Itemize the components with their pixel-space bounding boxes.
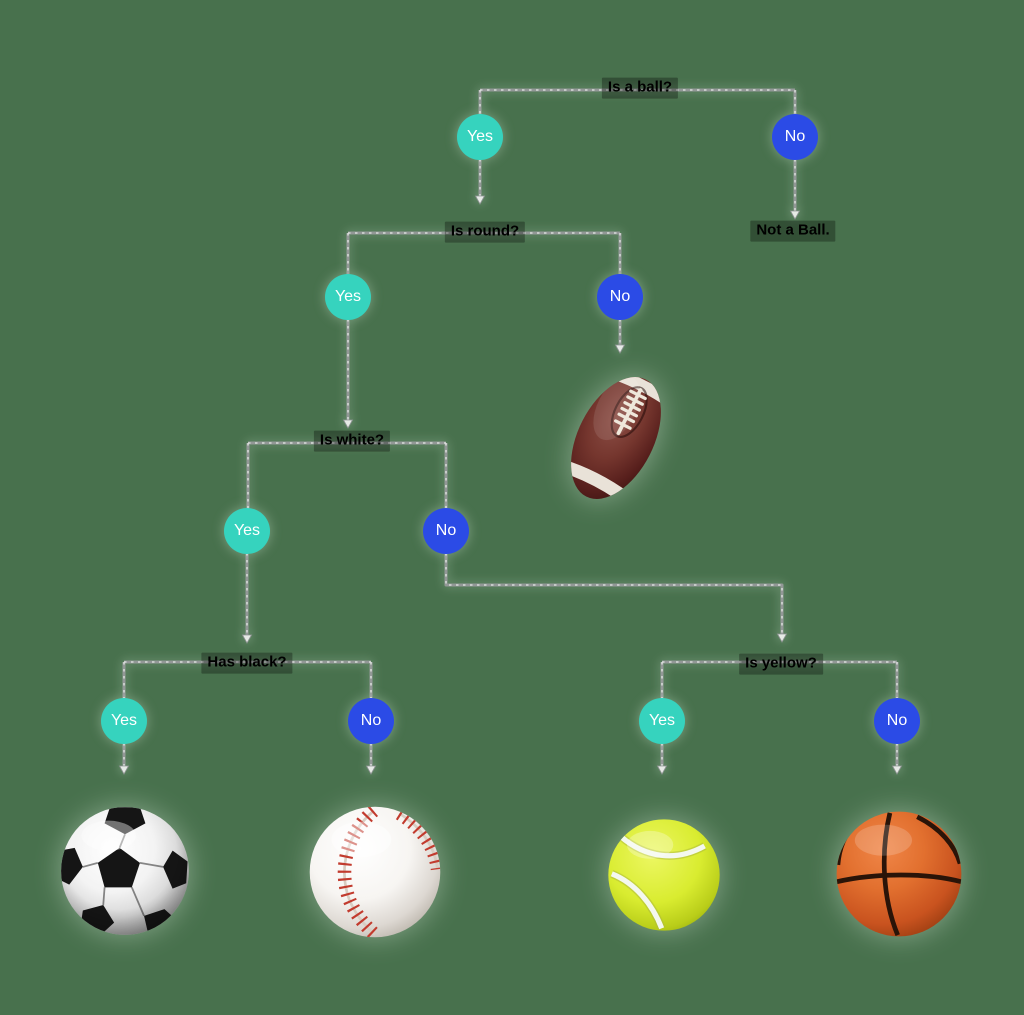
tennis-ball-icon [606, 817, 722, 933]
american-football-icon [556, 368, 676, 508]
branch-label: No [784, 128, 806, 145]
result-not-a-ball: Not a Ball. [750, 220, 836, 242]
branch-label: No [886, 712, 908, 729]
branch-no-yellow: No [874, 698, 920, 744]
branch-label: Yes [466, 128, 494, 145]
branch-no-black: No [348, 698, 394, 744]
branch-yes-white: Yes [224, 508, 270, 554]
branch-label: Yes [110, 712, 138, 729]
question-is-a-ball: Is a ball? [601, 77, 679, 99]
branch-yes-ball: Yes [457, 114, 503, 160]
branch-yes-black: Yes [101, 698, 147, 744]
branch-yes-round: Yes [325, 274, 371, 320]
branch-label: No [360, 712, 382, 729]
soccer-ball-icon [57, 803, 193, 939]
question-is-yellow: Is yellow? [739, 653, 823, 675]
branch-no-white: No [423, 508, 469, 554]
question-is-white: Is white? [313, 430, 391, 452]
baseball-icon [307, 804, 443, 940]
branch-label: No [435, 522, 457, 539]
question-has-black: Has black? [201, 652, 293, 674]
branch-label: Yes [233, 522, 261, 539]
arrowhead-icons [118, 195, 903, 775]
question-is-round: Is round? [444, 221, 526, 243]
branch-label: No [609, 288, 631, 305]
branch-yes-yellow: Yes [639, 698, 685, 744]
branch-no-round: No [597, 274, 643, 320]
branch-label: Yes [334, 288, 362, 305]
branch-no-ball: No [772, 114, 818, 160]
branch-label: Yes [648, 712, 676, 729]
basketball-icon [834, 809, 964, 939]
